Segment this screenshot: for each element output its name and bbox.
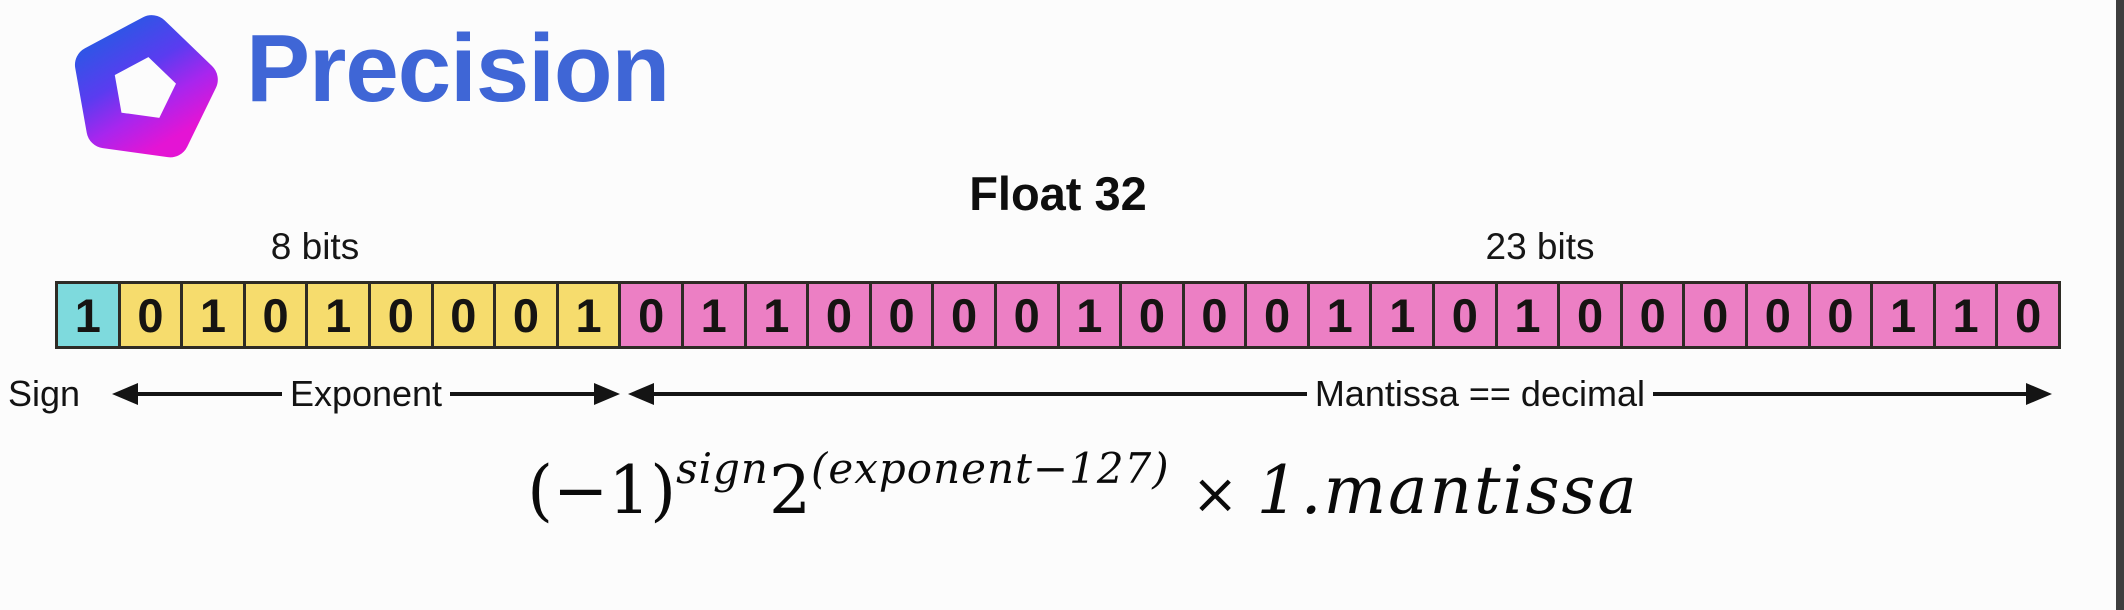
formula-multiply-sign: × bbox=[1191, 462, 1239, 527]
mantissa-bits-label: 23 bits bbox=[1485, 226, 1595, 267]
bit-cell-mantissa: 0 bbox=[868, 281, 935, 349]
bit-cell-mantissa: 0 bbox=[1119, 281, 1185, 349]
formula-base-two: 2 bbox=[768, 452, 811, 529]
bit-cell-mantissa: 1 bbox=[1306, 281, 1373, 349]
brand-name: Precision bbox=[246, 15, 670, 122]
bit-cell-exponent: 1 bbox=[305, 281, 371, 349]
mantissa-range-arrow: Mantissa == decimal bbox=[628, 372, 2052, 416]
bit-cell-sign: 1 bbox=[55, 281, 121, 349]
arrow-line bbox=[450, 392, 594, 396]
formula-neg-one: (−1) bbox=[527, 452, 677, 529]
bit-cell-mantissa: 0 bbox=[1181, 281, 1248, 349]
arrow-line bbox=[1652, 392, 2026, 396]
formula-sign-superscript: sign bbox=[676, 444, 769, 493]
bit-cell-mantissa: 0 bbox=[1682, 281, 1749, 349]
exponent-range-arrow: Exponent bbox=[112, 372, 620, 416]
sign-region-label: Sign bbox=[8, 373, 81, 414]
arrowhead-right-icon bbox=[594, 383, 620, 405]
formula-mantissa-term: 1.mantissa bbox=[1256, 452, 1639, 529]
bit-cell-mantissa: 0 bbox=[1557, 281, 1623, 349]
bit-cell-mantissa: 1 bbox=[1056, 281, 1123, 349]
screen-edge-bar bbox=[2116, 0, 2124, 610]
exponent-region-label: Exponent bbox=[289, 373, 443, 414]
bit-cell-mantissa: 0 bbox=[806, 281, 872, 349]
arrowhead-left-icon bbox=[628, 383, 654, 405]
precision-logo-icon bbox=[62, 4, 226, 168]
bit-cell-exponent: 1 bbox=[180, 281, 246, 349]
bit-cell-exponent: 0 bbox=[430, 281, 497, 349]
bit-cell-mantissa: 0 bbox=[618, 281, 684, 349]
bit-cell-mantissa: 0 bbox=[1432, 281, 1498, 349]
bit-cell-mantissa: 1 bbox=[743, 281, 810, 349]
bit-cell-mantissa: 1 bbox=[1932, 281, 1999, 349]
exponent-bits-label: 8 bits bbox=[270, 226, 360, 267]
bit-cell-mantissa: 1 bbox=[1494, 281, 1561, 349]
bit-cell-exponent: 0 bbox=[493, 281, 559, 349]
bit-cell-mantissa: 1 bbox=[680, 281, 747, 349]
arrowhead-right-icon bbox=[2026, 383, 2052, 405]
bit-cell-mantissa: 0 bbox=[1619, 281, 1686, 349]
bit-cell-exponent: 0 bbox=[367, 281, 434, 349]
formula-exponent-superscript: (exponent−127) bbox=[810, 444, 1170, 493]
arrow-line bbox=[654, 392, 1307, 396]
bit-cell-mantissa: 0 bbox=[1807, 281, 1874, 349]
bit-cell-exponent: 0 bbox=[242, 281, 309, 349]
float32-formula: (−1)sign2(exponent−127) × 1.mantissa bbox=[80, 444, 2086, 529]
bit-cell-mantissa: 1 bbox=[1369, 281, 1436, 349]
arrowhead-left-icon bbox=[112, 383, 138, 405]
bit-cell-exponent: 0 bbox=[117, 281, 184, 349]
bit-cell-mantissa: 0 bbox=[1244, 281, 1310, 349]
arrow-line bbox=[138, 392, 282, 396]
bit-cell-mantissa: 0 bbox=[1995, 281, 2061, 349]
diagram-title: Float 32 bbox=[969, 167, 1147, 220]
bit-cell-mantissa: 0 bbox=[1745, 281, 1811, 349]
bit-cell-exponent: 1 bbox=[555, 281, 622, 349]
mantissa-region-label: Mantissa == decimal bbox=[1314, 373, 1645, 414]
bit-cell-mantissa: 1 bbox=[1870, 281, 1936, 349]
bit-cell-mantissa: 0 bbox=[993, 281, 1060, 349]
bit-cell-mantissa: 0 bbox=[931, 281, 997, 349]
